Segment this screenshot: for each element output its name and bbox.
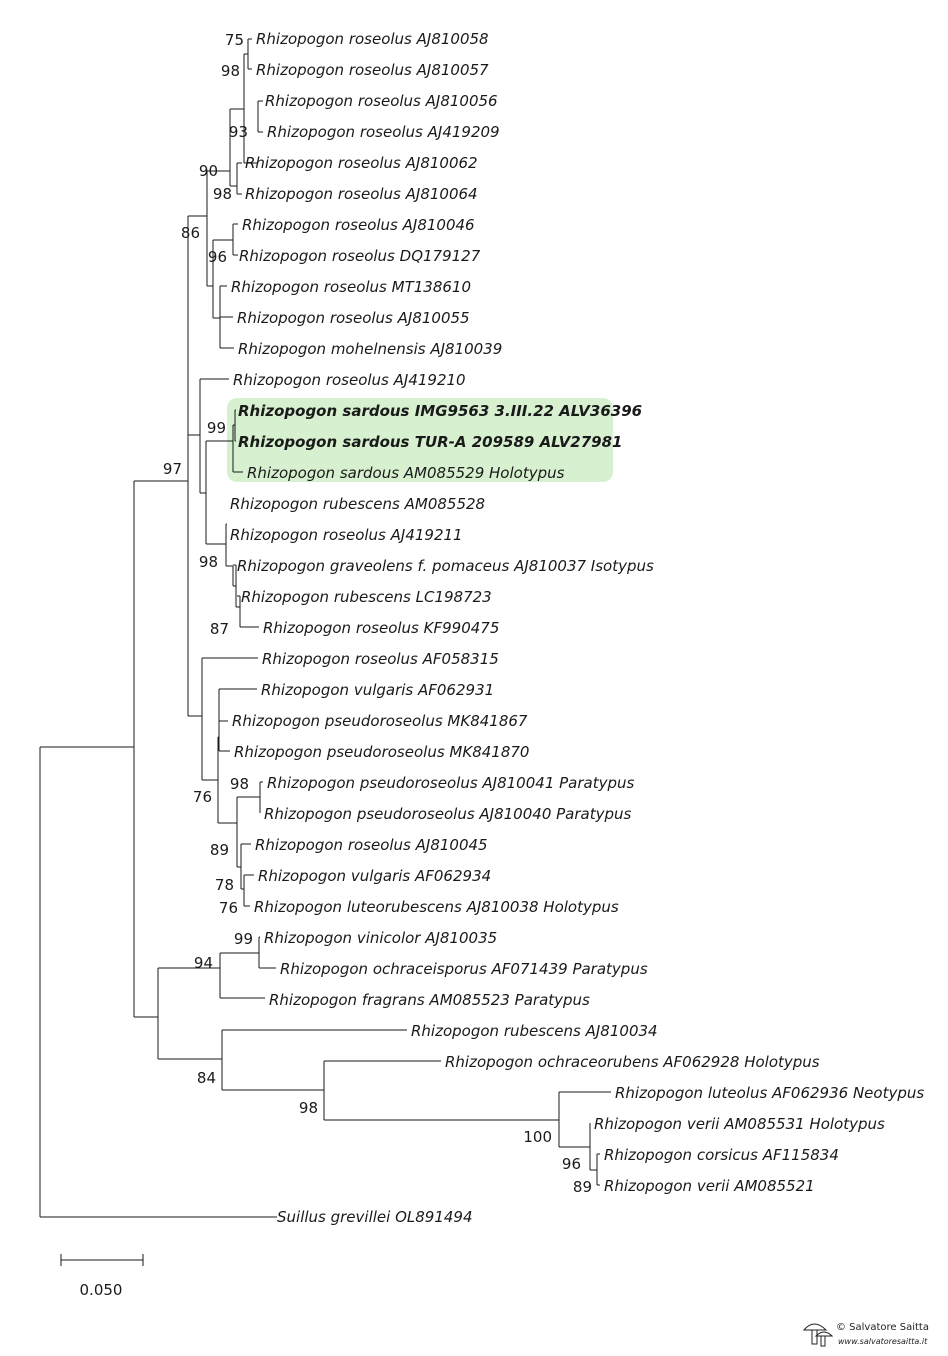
taxon-label: Rhizopogon sardous AM085529 Holotypus bbox=[247, 464, 565, 482]
taxon-label: Rhizopogon roseolus AJ810056 bbox=[265, 92, 498, 110]
taxon-label: Suillus grevillei OL891494 bbox=[277, 1208, 473, 1226]
mushroom-logo-icon bbox=[802, 1323, 834, 1347]
bootstrap-value: 98 bbox=[221, 62, 240, 80]
scale-bar-label: 0.050 bbox=[80, 1281, 123, 1299]
taxon-label: Rhizopogon rubescens AM085528 bbox=[230, 495, 485, 513]
watermark-url: www.salvatoresaitta.it bbox=[838, 1337, 928, 1346]
taxon-label: Rhizopogon mohelnensis AJ810039 bbox=[238, 340, 502, 358]
taxon-label: Rhizopogon ochraceorubens AF062928 Holot… bbox=[445, 1053, 820, 1071]
tree-branches bbox=[39, 38, 611, 1218]
taxon-label: Rhizopogon verii AM085531 Holotypus bbox=[594, 1115, 885, 1133]
taxon-label: Rhizopogon roseolus AJ810058 bbox=[256, 30, 489, 48]
watermark-name: © Salvatore Saitta bbox=[836, 1322, 929, 1333]
bootstrap-value: 78 bbox=[215, 876, 234, 894]
bootstrap-value: 98 bbox=[199, 553, 218, 571]
bootstrap-value: 94 bbox=[194, 954, 213, 972]
taxon-label: Rhizopogon roseolus AJ419209 bbox=[267, 123, 500, 141]
taxon-label: Rhizopogon ochraceisporus AF071439 Parat… bbox=[280, 960, 648, 978]
taxon-label: Rhizopogon vinicolor AJ810035 bbox=[264, 929, 497, 947]
bootstrap-value: 96 bbox=[208, 248, 227, 266]
taxon-label: Rhizopogon luteorubescens AJ810038 Holot… bbox=[254, 898, 619, 916]
bootstrap-value: 76 bbox=[193, 788, 212, 806]
taxon-label: Rhizopogon rubescens AJ810034 bbox=[411, 1022, 658, 1040]
bootstrap-value: 98 bbox=[213, 185, 232, 203]
bootstrap-value: 96 bbox=[562, 1155, 581, 1173]
taxon-label: Rhizopogon roseolus AJ810064 bbox=[245, 185, 478, 203]
sardous-clade-highlight bbox=[227, 398, 613, 482]
taxon-label: Rhizopogon roseolus AF058315 bbox=[262, 650, 499, 668]
taxon-label: Rhizopogon roseolus AJ810045 bbox=[255, 836, 488, 854]
bootstrap-value: 98 bbox=[299, 1099, 318, 1117]
bootstrap-value: 75 bbox=[225, 31, 244, 49]
bootstrap-value: 100 bbox=[523, 1128, 552, 1146]
taxon-label: Rhizopogon fragrans AM085523 Paratypus bbox=[269, 991, 590, 1009]
scale-bar: 0.050 bbox=[60, 1254, 144, 1299]
bootstrap-value: 97 bbox=[163, 460, 182, 478]
watermark: © Salvatore Saitta www.salvatoresaitta.i… bbox=[802, 1322, 929, 1347]
bootstrap-value: 99 bbox=[207, 419, 226, 437]
taxon-label: Rhizopogon luteolus AF062936 Neotypus bbox=[615, 1084, 924, 1102]
bootstrap-value: 84 bbox=[197, 1069, 216, 1087]
taxon-label: Rhizopogon roseolus AJ810046 bbox=[242, 216, 475, 234]
taxon-label: Rhizopogon graveolens f. pomaceus AJ8100… bbox=[237, 557, 654, 575]
taxon-label: Rhizopogon verii AM085521 bbox=[604, 1177, 815, 1195]
bootstrap-value: 99 bbox=[234, 930, 253, 948]
taxon-label: Rhizopogon rubescens LC198723 bbox=[241, 588, 492, 606]
taxon-label: Rhizopogon roseolus AJ810057 bbox=[256, 61, 489, 79]
taxon-label: Rhizopogon roseolus KF990475 bbox=[263, 619, 499, 637]
taxon-label: Rhizopogon roseolus AJ810055 bbox=[237, 309, 470, 327]
bootstrap-value: 90 bbox=[199, 162, 218, 180]
taxon-label: Rhizopogon roseolus MT138610 bbox=[231, 278, 471, 296]
taxon-label: Rhizopogon pseudoroseolus AJ810040 Parat… bbox=[264, 805, 632, 823]
taxon-label: Rhizopogon sardous TUR-A 209589 ALV27981 bbox=[238, 433, 622, 451]
taxon-label: Rhizopogon pseudoroseolus MK841870 bbox=[234, 743, 529, 761]
bootstrap-value: 76 bbox=[219, 899, 238, 917]
taxon-label: Rhizopogon pseudoroseolus AJ810041 Parat… bbox=[267, 774, 635, 792]
bootstrap-value: 93 bbox=[229, 123, 248, 141]
bootstrap-value: 89 bbox=[210, 841, 229, 859]
taxon-label: Rhizopogon roseolus DQ179127 bbox=[239, 247, 481, 265]
bootstrap-values: 75 98 93 90 98 86 96 99 97 98 87 98 76 8… bbox=[163, 31, 592, 1196]
taxon-label: Rhizopogon roseolus AJ419210 bbox=[233, 371, 466, 389]
bootstrap-value: 86 bbox=[181, 224, 200, 242]
taxon-label: Rhizopogon corsicus AF115834 bbox=[604, 1146, 839, 1164]
taxon-label: Rhizopogon roseolus AJ419211 bbox=[230, 526, 463, 544]
bootstrap-value: 89 bbox=[573, 1178, 592, 1196]
taxon-label: Rhizopogon vulgaris AF062934 bbox=[258, 867, 491, 885]
taxon-label: Rhizopogon vulgaris AF062931 bbox=[261, 681, 494, 699]
taxon-label: Rhizopogon roseolus AJ810062 bbox=[245, 154, 478, 172]
taxon-label: Rhizopogon pseudoroseolus MK841867 bbox=[232, 712, 528, 730]
taxon-label: Rhizopogon sardous IMG9563 3.III.22 ALV3… bbox=[238, 402, 642, 420]
bootstrap-value: 98 bbox=[230, 775, 249, 793]
taxon-labels: Rhizopogon roseolus AJ810058 Rhizopogon … bbox=[230, 30, 924, 1226]
bootstrap-value: 87 bbox=[210, 620, 229, 638]
